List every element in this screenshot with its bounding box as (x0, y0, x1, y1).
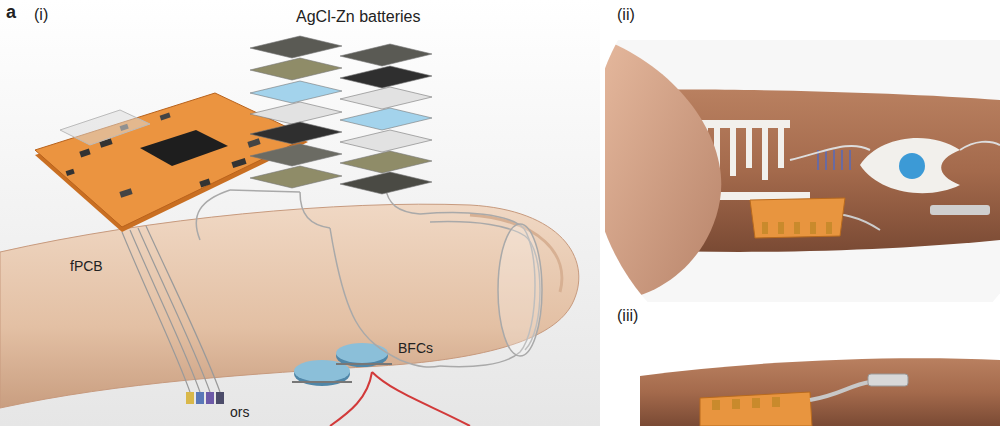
bfc-discs (292, 343, 392, 386)
sensor-leads (122, 226, 220, 392)
red-wire (330, 372, 470, 426)
wrap-band (196, 186, 542, 367)
panel-number: (i) (34, 6, 48, 24)
panel-background (0, 0, 600, 426)
finger-view-iii (640, 358, 1000, 426)
battery-stack (340, 44, 432, 194)
electrode-pattern (700, 120, 960, 200)
sensor-electrodes (186, 392, 224, 404)
panel-letter: a (6, 2, 16, 23)
part-label: AgCl-Zn batteries (296, 8, 421, 26)
finger (0, 204, 579, 408)
panel-number: (iii) (617, 307, 638, 325)
battery-stack (250, 36, 342, 188)
magnified-view (605, 40, 1000, 302)
part-label: fPCB (70, 258, 103, 274)
thumb (605, 40, 721, 302)
part-label: ors (230, 404, 249, 420)
bfc-disc (899, 153, 925, 179)
panel-number: (ii) (617, 6, 635, 24)
part-label: BFCs (398, 340, 433, 356)
interconnects (818, 150, 850, 170)
